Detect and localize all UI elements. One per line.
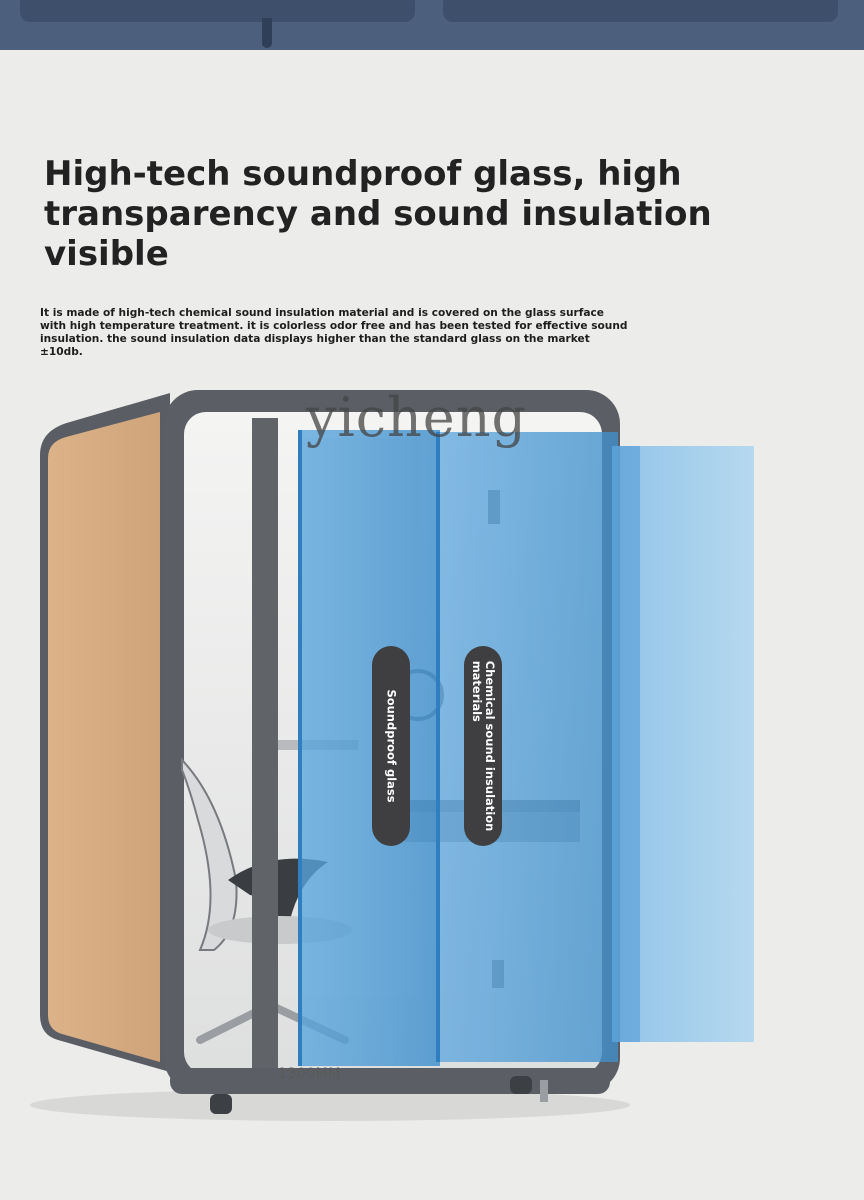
- top-panel-right: [443, 0, 838, 22]
- floor-shadow: [30, 1089, 630, 1121]
- glass-edge-left: [298, 430, 302, 1066]
- chemical-material-line-2: materials: [470, 660, 484, 722]
- watermark-text: yicheng: [306, 386, 528, 449]
- foot-left: [210, 1094, 232, 1114]
- top-panel-left: [20, 0, 415, 22]
- headline: High-tech soundproof glass, high transpa…: [44, 154, 712, 274]
- soundproof-glass-badge: Soundproof glass: [372, 646, 410, 846]
- chemical-material-badge: Chemical sound insulation materials: [464, 646, 502, 846]
- top-banner: [0, 0, 864, 50]
- wood-side-panel: [48, 412, 160, 1062]
- soundproof-glass-panel: [300, 430, 440, 1066]
- chair-back: [181, 757, 238, 951]
- door-post: [252, 418, 278, 1068]
- glass-depth-edge: [612, 446, 640, 1042]
- chemical-material-line-1: Chemical sound insulation: [483, 660, 497, 832]
- glass-edge-mid: [436, 432, 440, 1062]
- foot-right: [510, 1076, 532, 1094]
- top-stand: [262, 18, 272, 48]
- description-text: It is made of high-tech chemical sound i…: [40, 307, 628, 358]
- chemical-material-label: Chemical sound insulation materials: [470, 660, 497, 832]
- bottom-rail: [170, 1068, 610, 1094]
- foot-far: [540, 1080, 548, 1102]
- soundproof-glass-label: Soundproof glass: [384, 689, 399, 803]
- dimension-label: 1300MM: [278, 1066, 341, 1082]
